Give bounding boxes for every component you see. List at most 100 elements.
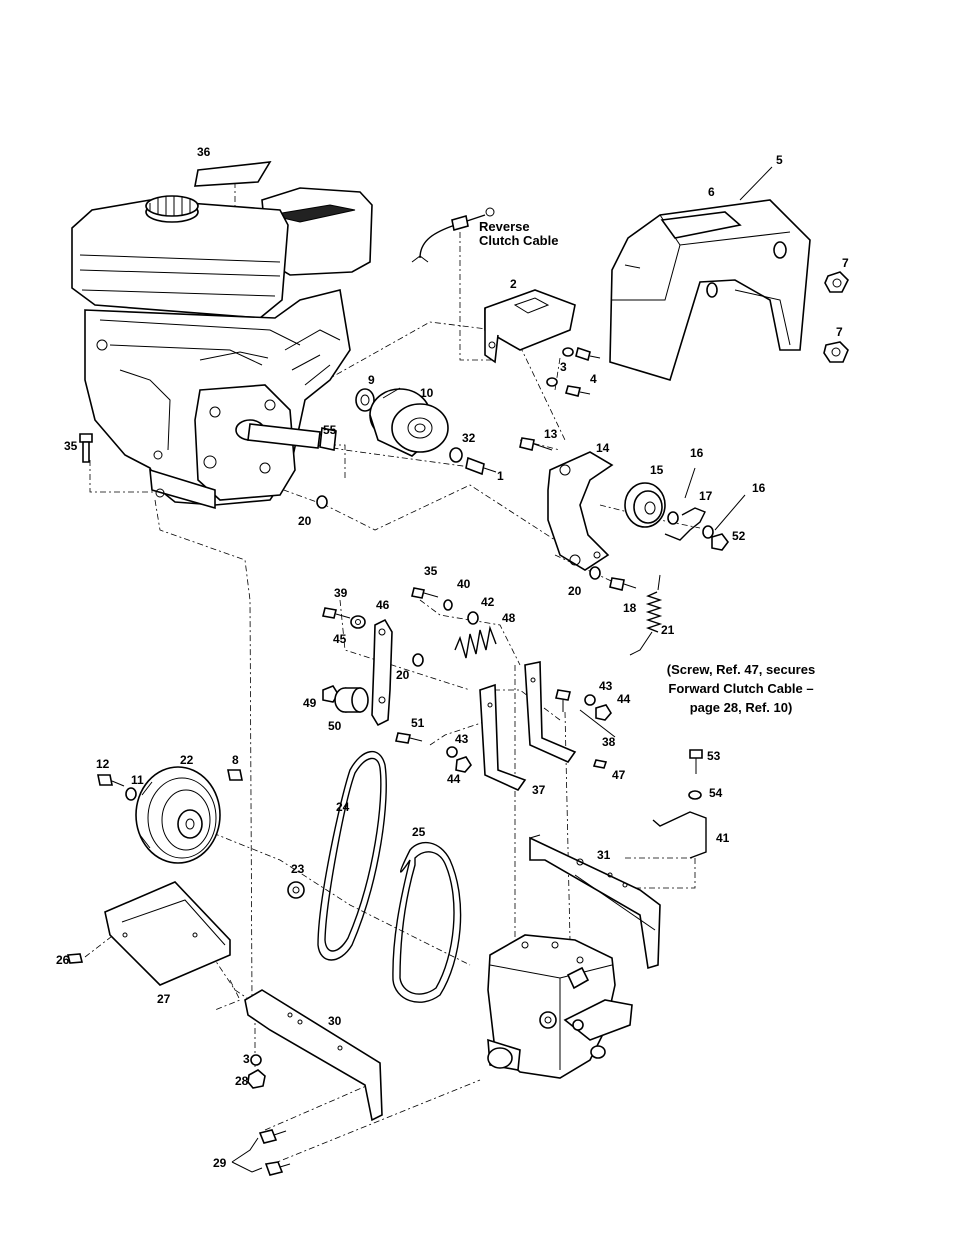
- screw-26: [68, 954, 82, 963]
- roller-50: [335, 688, 368, 712]
- washer-3-b: [251, 1055, 261, 1065]
- callout-39: 39: [334, 586, 348, 600]
- note-line-1: (Screw, Ref. 47, secures: [667, 662, 815, 677]
- callout-8: 8: [232, 753, 239, 767]
- nut-7-upper: [825, 272, 848, 292]
- callout-49: 49: [303, 696, 317, 710]
- callout-31: 31: [597, 848, 611, 862]
- belt-cover-6: [610, 200, 810, 380]
- hardware-32-1: [450, 448, 496, 474]
- callout-38: 38: [602, 735, 616, 749]
- reverse-clutch-cable-label-line2: Clutch Cable: [479, 233, 558, 248]
- callout-12: 12: [96, 757, 110, 771]
- nut-44-a: [456, 757, 471, 772]
- nut-7-lower: [824, 342, 848, 362]
- washer-11: [126, 788, 136, 800]
- idler-pulley-15: [625, 483, 665, 527]
- callout-42: 42: [481, 595, 495, 609]
- key-8: [228, 770, 242, 780]
- callout-1: 1: [497, 469, 504, 483]
- bolt-39: [323, 608, 336, 618]
- callout-26: 26: [56, 953, 70, 967]
- callout-9: 9: [368, 373, 375, 387]
- spring-48: [455, 628, 496, 658]
- callout-2: 2: [510, 277, 517, 291]
- screw-note: (Screw, Ref. 47, secures Forward Clutch …: [667, 662, 815, 715]
- callout-5: 5: [776, 153, 783, 167]
- callout-6: 6: [708, 185, 715, 199]
- callout-36: 36: [197, 145, 211, 159]
- reverse-clutch-cable-label-line1: Reverse: [479, 219, 530, 234]
- washer-16-b: [703, 526, 713, 538]
- bolt-35-b: [412, 588, 424, 598]
- callout-52: 52: [732, 529, 746, 543]
- nut-28: [248, 1070, 265, 1088]
- nut-45: [351, 616, 365, 628]
- screw-47: [594, 760, 606, 768]
- callout-50: 50: [328, 719, 342, 733]
- callout-37: 37: [532, 783, 546, 797]
- drive-pulley-22: [136, 767, 220, 863]
- bolt-53: [690, 750, 702, 774]
- engine: [72, 162, 372, 508]
- note-line-2: Forward Clutch Cable –: [668, 681, 813, 696]
- lever-46: [372, 620, 392, 725]
- pulley-10: [370, 388, 448, 456]
- callout-3: 3: [560, 360, 567, 374]
- washer-43-a: [447, 747, 457, 757]
- callout-7-b: 7: [836, 325, 843, 339]
- bracket-2: [485, 290, 575, 362]
- callout-16-b: 16: [752, 481, 766, 495]
- callout-55: 55: [323, 423, 337, 437]
- idler-bracket-14: [548, 452, 612, 570]
- callout-53: 53: [707, 749, 721, 763]
- callout-30: 30: [328, 1014, 342, 1028]
- bracket-37: [480, 662, 575, 790]
- washer-42: [468, 612, 478, 624]
- nut-52: [712, 534, 728, 550]
- callout-44-b: 44: [617, 692, 631, 706]
- callout-40: 40: [457, 577, 471, 591]
- bolt-12: [98, 775, 124, 786]
- callout-13: 13: [544, 427, 558, 441]
- callout-35-b: 35: [424, 564, 438, 578]
- callout-24: 24: [336, 800, 350, 814]
- callout-10: 10: [420, 386, 434, 400]
- belt-24: [318, 752, 386, 960]
- callout-14: 14: [596, 441, 610, 455]
- washer-43-b: [585, 695, 595, 705]
- bracket-30: [245, 990, 382, 1120]
- callout-22: 22: [180, 753, 194, 767]
- callout-16: 16: [690, 446, 704, 460]
- decal-36: [195, 162, 270, 186]
- callout-27: 27: [157, 992, 171, 1006]
- washer-20-c: [413, 654, 423, 666]
- callout-3-b: 3: [243, 1052, 250, 1066]
- rod-41: [653, 812, 706, 858]
- bolts-29: [260, 1130, 290, 1175]
- callout-17: 17: [699, 489, 713, 503]
- callout-20: 20: [298, 514, 312, 528]
- callout-20-b: 20: [568, 584, 582, 598]
- callout-29: 29: [213, 1156, 227, 1170]
- bolt-35: [80, 434, 92, 462]
- washer-20-a: [317, 496, 327, 508]
- belt-25: [393, 843, 461, 1003]
- bolt-18: [610, 578, 636, 590]
- callout-20-c: 20: [396, 668, 410, 682]
- callout-35: 35: [64, 439, 78, 453]
- screw-38: [556, 690, 570, 712]
- callout-54: 54: [709, 786, 723, 800]
- washer-20-b: [590, 567, 600, 579]
- callout-21: 21: [661, 623, 675, 637]
- callout-32: 32: [462, 431, 476, 445]
- callout-7: 7: [842, 256, 849, 270]
- callout-51: 51: [411, 716, 425, 730]
- callout-23: 23: [291, 862, 305, 876]
- callout-25: 25: [412, 825, 426, 839]
- callout-44: 44: [447, 772, 461, 786]
- note-line-3: page 28, Ref. 10): [690, 700, 793, 715]
- callout-41: 41: [716, 831, 730, 845]
- callout-48: 48: [502, 611, 516, 625]
